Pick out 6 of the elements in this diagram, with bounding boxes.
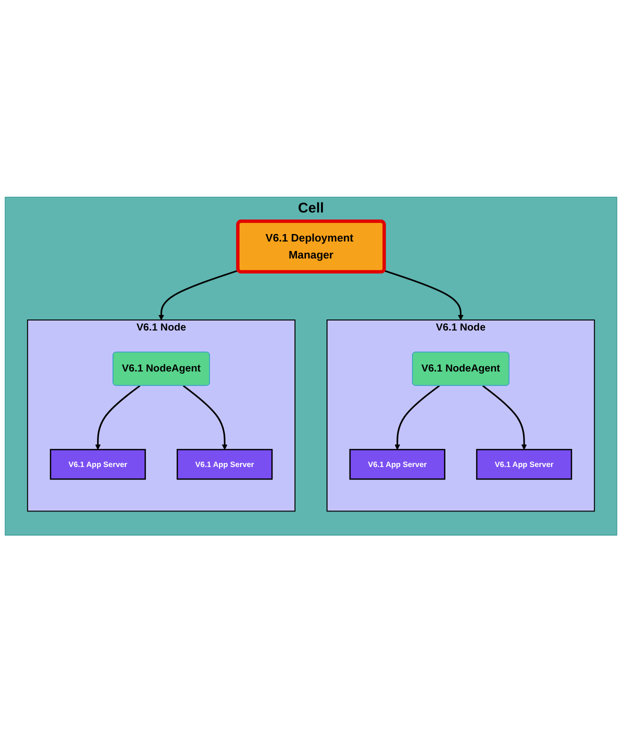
arrow — [394, 384, 440, 450]
arrow — [182, 384, 228, 450]
arrow — [95, 384, 140, 450]
arrow — [482, 384, 527, 450]
arrow — [158, 270, 238, 320]
arrow — [384, 270, 464, 320]
